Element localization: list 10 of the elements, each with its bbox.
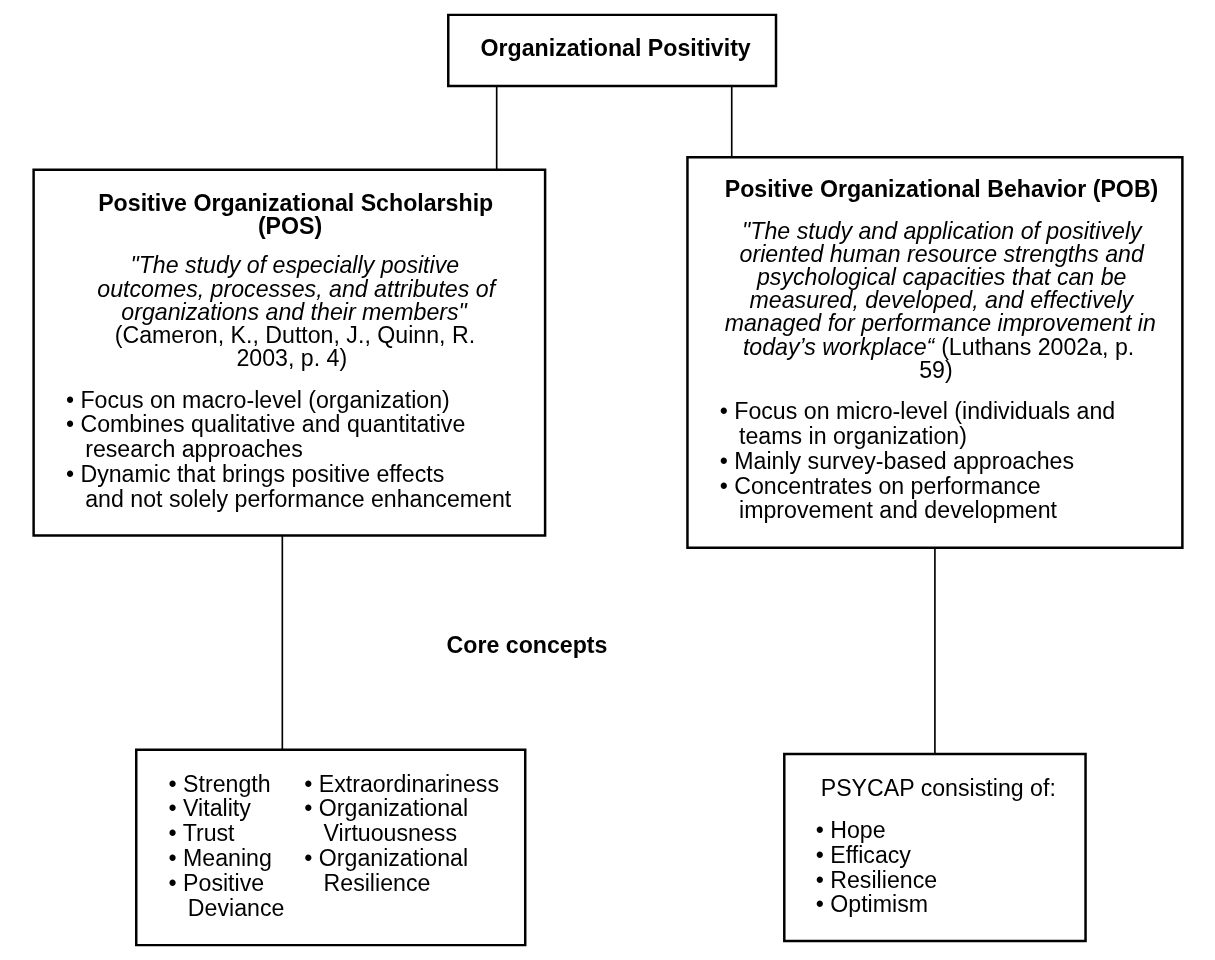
node-box: • Strength • Vitality • Trust • Meaning • Positive Deviance • Extraordinariness • Organizational Virtuousness • Organizational Resilience bbox=[134, 748, 526, 947]
connector bbox=[495, 85, 497, 170]
connector bbox=[933, 547, 936, 755]
node-box: Organizational Positivity bbox=[446, 13, 777, 88]
node-box: Positive Organizational Behavior (POB) "The study and application of positively oriented human resource strengths and psychological capacities that can be measured, developed, and effectively managed for performance improvement in today’s workplace“ (Luthans 2002a, p. 59) • Focus on micro-level (individuals and teams in organization) • Mainly survey-based approaches • Concentrates on performance improvement and development bbox=[685, 156, 1184, 550]
label: Core concepts bbox=[446, 632, 607, 659]
connector bbox=[281, 535, 283, 751]
connector bbox=[730, 85, 733, 158]
node-box: PSYCAP consisting of: • Hope • Efficacy • Resilience • Optimism bbox=[782, 752, 1087, 943]
node-box: Positive Organizational Scholarship (POS) "The study of especially positive outcomes, processes, and attributes of organizations and their members" (Cameron, K., Dutton, J., Quinn, R. 2003, p. 4) • Focus on macro-level (organization) • Combines qualitative and quantitative research approaches • Dynamic that brings positive effects and not solely performance enhancement bbox=[31, 168, 546, 537]
